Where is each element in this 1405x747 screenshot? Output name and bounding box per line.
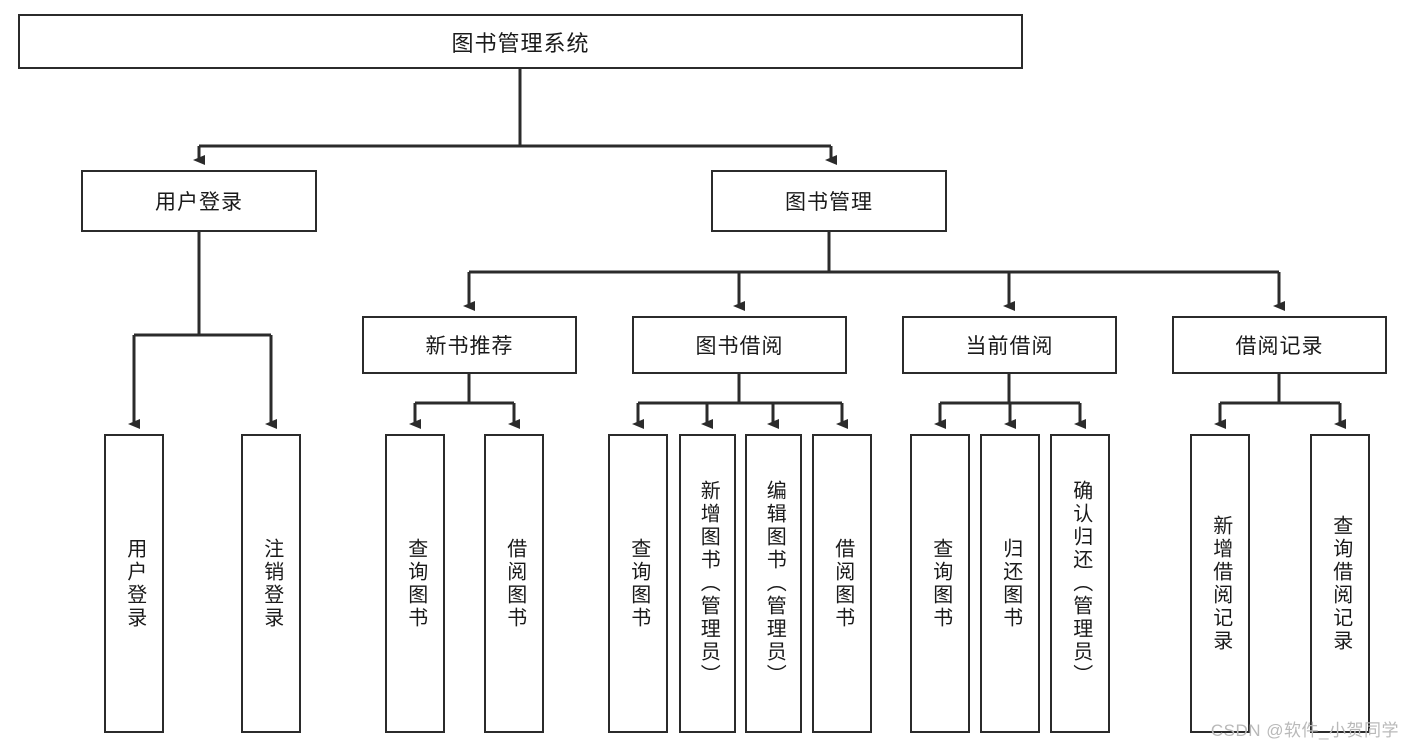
- node-book-manage-label: 图书管理: [785, 191, 873, 214]
- node-leaf-query-borrow-record[interactable]: 查询借阅记录: [1310, 434, 1370, 733]
- node-leaf-recommend-query-book[interactable]: 查询图书: [385, 434, 445, 733]
- node-leaf-query-borrow-record-label: 查询借阅记录: [1329, 514, 1352, 653]
- watermark: CSDN @软件_小贺同学: [1210, 721, 1399, 740]
- node-leaf-borrow-query-book[interactable]: 查询图书: [608, 434, 668, 733]
- node-book-borrow-label: 图书借阅: [695, 335, 784, 358]
- node-new-book-recommend-label: 新书推荐: [425, 335, 514, 358]
- node-book-borrow[interactable]: 图书借阅: [632, 316, 847, 374]
- node-borrow-record[interactable]: 借阅记录: [1172, 316, 1387, 374]
- node-user-login[interactable]: 用户登录: [81, 170, 317, 232]
- node-leaf-user-login-label: 用户登录: [123, 537, 146, 630]
- node-current-borrow[interactable]: 当前借阅: [902, 316, 1117, 374]
- node-leaf-edit-book-admin[interactable]: 编辑图书（管理员）: [745, 434, 802, 733]
- node-leaf-borrow-query-book-label: 查询图书: [627, 537, 650, 630]
- node-leaf-add-book-admin[interactable]: 新增图书（管理员）: [679, 434, 736, 733]
- node-new-book-recommend[interactable]: 新书推荐: [362, 316, 577, 374]
- node-leaf-edit-book-admin-label: 编辑图书（管理员）: [763, 480, 786, 687]
- node-leaf-add-borrow-record-label: 新增借阅记录: [1209, 514, 1232, 653]
- node-leaf-return-book[interactable]: 归还图书: [980, 434, 1040, 733]
- node-current-borrow-label: 当前借阅: [965, 335, 1054, 358]
- node-leaf-recommend-borrow-book-label: 借阅图书: [503, 537, 526, 630]
- node-leaf-borrow-book-label: 借阅图书: [831, 537, 854, 630]
- node-leaf-borrow-book[interactable]: 借阅图书: [812, 434, 872, 733]
- node-user-login-label: 用户登录: [155, 191, 243, 214]
- node-leaf-confirm-return-admin[interactable]: 确认归还（管理员）: [1050, 434, 1110, 733]
- node-leaf-recommend-query-book-label: 查询图书: [404, 537, 427, 630]
- node-root[interactable]: 图书管理系统: [18, 14, 1023, 69]
- node-leaf-user-login[interactable]: 用户登录: [104, 434, 164, 733]
- node-book-manage[interactable]: 图书管理: [711, 170, 947, 232]
- node-root-label: 图书管理系统: [451, 30, 590, 56]
- node-leaf-recommend-borrow-book[interactable]: 借阅图书: [484, 434, 544, 733]
- node-leaf-confirm-return-admin-label: 确认归还（管理员）: [1069, 480, 1092, 687]
- node-leaf-logout[interactable]: 注销登录: [241, 434, 301, 733]
- node-leaf-current-query-book-label: 查询图书: [929, 537, 952, 630]
- node-leaf-add-borrow-record[interactable]: 新增借阅记录: [1190, 434, 1250, 733]
- node-leaf-return-book-label: 归还图书: [999, 537, 1022, 630]
- node-borrow-record-label: 借阅记录: [1235, 335, 1324, 358]
- node-leaf-logout-label: 注销登录: [260, 537, 283, 630]
- node-leaf-add-book-admin-label: 新增图书（管理员）: [697, 480, 720, 687]
- node-leaf-current-query-book[interactable]: 查询图书: [910, 434, 970, 733]
